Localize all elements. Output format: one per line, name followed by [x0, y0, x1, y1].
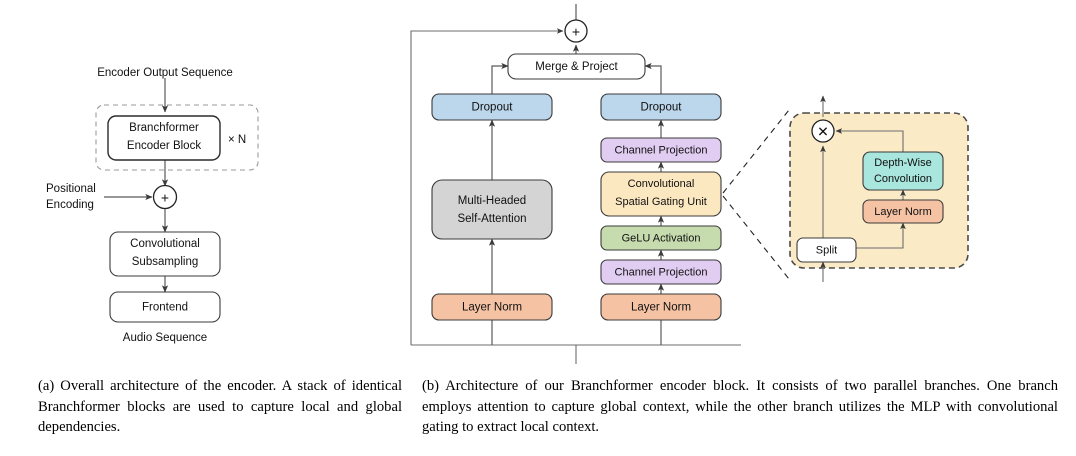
dropout-right-fill — [600, 93, 722, 121]
callout-line-lower — [722, 195, 790, 280]
multiply-icon: ✕ — [817, 124, 829, 140]
callout-line-upper — [722, 109, 790, 194]
add-node-panel-a: + — [152, 184, 178, 210]
merge-and-project-label: Merge & Project — [535, 61, 618, 73]
channel-projection-lower-fill — [600, 259, 722, 285]
layer-norm-right-fill — [600, 293, 722, 321]
branchformer-block-label-line1: Branchformer — [129, 122, 199, 134]
plus-icon: + — [572, 24, 580, 40]
panel-a: Branchformer Encoder Block × N + Positio… — [46, 67, 259, 344]
block-layer-norm-left[interactable]: Layer Norm — [431, 293, 553, 321]
attention-label-line2: Self-Attention — [457, 213, 526, 225]
encoder-output-sequence-label: Encoder Output Sequence — [97, 67, 233, 79]
channel-projection-upper-fill — [600, 137, 722, 163]
channel-projection-upper-label: Channel Projection — [615, 144, 708, 156]
channel-projection-lower-label: Channel Projection — [615, 266, 708, 278]
dropout-left-label: Dropout — [472, 102, 514, 114]
positional-encoding-label-line1: Positional — [46, 183, 96, 195]
block-multi-headed-self-attention[interactable]: Multi-Headed Self-Attention — [431, 179, 553, 240]
csgu-label-line2: Spatial Gating Unit — [615, 196, 707, 208]
arrow-dropout-right-to-merge — [644, 62, 662, 94]
gelu-fill — [600, 225, 722, 251]
repeat-count-label: × N — [228, 134, 246, 146]
block-merge-and-project[interactable]: Merge & Project — [507, 53, 646, 80]
layer-norm-left-fill — [431, 293, 553, 321]
positional-encoding-label-line2: Encoding — [46, 199, 94, 211]
block-convolutional-subsampling[interactable]: Convolutional Subsampling — [109, 231, 221, 277]
block-dropout-left[interactable]: Dropout — [431, 93, 553, 121]
block-frontend[interactable]: Frontend — [109, 291, 221, 323]
block-gelu-activation[interactable]: GeLU Activation — [600, 225, 722, 251]
block-channel-projection-lower[interactable]: Channel Projection — [600, 259, 722, 285]
residual-skip-path — [410, 28, 564, 345]
layer-norm-left-label: Layer Norm — [462, 302, 522, 314]
depthwise-fill — [862, 151, 944, 191]
arrow-dropout-left-to-merge — [491, 62, 509, 94]
arrow-depthwise-to-multiply — [835, 128, 904, 152]
gelu-label: GeLU Activation — [622, 232, 701, 244]
caption-b: (b) Architecture of our Branchformer enc… — [422, 378, 1058, 436]
multiply-node: ✕ — [811, 119, 835, 143]
attention-fill — [431, 179, 553, 240]
plus-icon: + — [161, 190, 169, 206]
conv-subsampling-label-line1: Convolutional — [130, 238, 200, 250]
csgu-label-line1: Convolutional — [628, 178, 695, 190]
dropout-left-fill — [431, 93, 553, 121]
csgu-fill — [600, 171, 722, 217]
branchformer-block-label-line2: Encoder Block — [127, 140, 201, 152]
layer-norm-inset-label: Layer Norm — [874, 206, 931, 218]
split-label: Split — [816, 244, 837, 256]
panel-b: + Merge & Project Dropout Multi-Headed S… — [410, 4, 969, 364]
block-dropout-right[interactable]: Dropout — [600, 93, 722, 121]
caption-a: (a) Overall architecture of the encoder.… — [38, 378, 402, 436]
block-depth-wise-convolution[interactable]: Depth-Wise Convolution — [862, 151, 944, 191]
figure-captions: (a) Overall architecture of the encoder.… — [0, 376, 1076, 438]
block-branchformer-encoder-block[interactable]: Branchformer Encoder Block — [107, 115, 221, 161]
attention-label-line1: Multi-Headed — [458, 195, 526, 207]
block-split[interactable]: Split — [796, 237, 857, 263]
block-conv-spatial-gating-unit[interactable]: Convolutional Spatial Gating Unit — [600, 171, 722, 217]
layer-norm-right-label: Layer Norm — [631, 302, 691, 314]
add-node-panel-b: + — [564, 19, 588, 43]
block-layer-norm-inset[interactable]: Layer Norm — [862, 199, 944, 224]
dropout-right-label: Dropout — [641, 102, 683, 114]
split-fill — [796, 237, 857, 263]
audio-sequence-label: Audio Sequence — [123, 332, 207, 344]
repeat-group-dashed-box — [95, 104, 259, 171]
layer-norm-inset-fill — [862, 199, 944, 224]
depthwise-label-line1: Depth-Wise — [874, 157, 931, 169]
block-layer-norm-right[interactable]: Layer Norm — [600, 293, 722, 321]
depthwise-label-line2: Convolution — [874, 173, 932, 185]
inset-csgu-detail: ✕ Depth-Wise Convolution Layer Norm Spli… — [789, 95, 969, 282]
conv-subsampling-label-line2: Subsampling — [132, 256, 198, 268]
arrow-split-to-layer-norm-inset — [856, 222, 906, 249]
block-channel-projection-upper[interactable]: Channel Projection — [600, 137, 722, 163]
branchformer-figure: Branchformer Encoder Block × N + Positio… — [46, 4, 969, 364]
frontend-label: Frontend — [142, 302, 188, 314]
